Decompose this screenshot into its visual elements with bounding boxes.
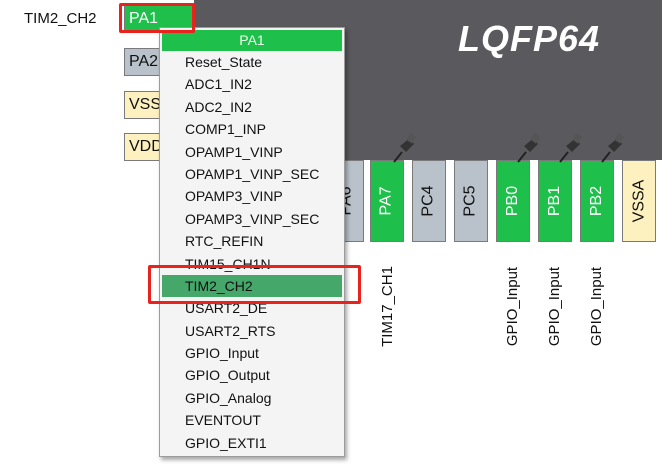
pin-function-menu: PA1 Reset_State ADC1_IN2 ADC2_IN2 COMP1_…	[159, 27, 345, 457]
menu-item-rtc-refin[interactable]: RTC_REFIN	[185, 233, 264, 250]
pushpin-icon	[601, 133, 625, 163]
pushpin-icon	[517, 133, 541, 163]
menu-item-usart2-rts[interactable]: USART2_RTS	[185, 322, 276, 339]
menu-item-opamp1-vinp-sec[interactable]: OPAMP1_VINP_SEC	[185, 165, 320, 182]
menu-item-opamp3-vinp-sec[interactable]: OPAMP3_VINP_SEC	[185, 210, 320, 227]
menu-item-tim15-ch1n[interactable]: TIM15_CH1N	[185, 255, 271, 272]
menu-item-reset-state[interactable]: Reset_State	[185, 54, 263, 70]
menu-item-usart2-de[interactable]: USART2_DE	[185, 300, 268, 317]
menu-item-gpio-exti1[interactable]: GPIO_EXTI1	[185, 434, 267, 451]
pa7-signal-label: TIM17_CH1	[378, 266, 396, 347]
menu-item-eventout[interactable]: EVENTOUT	[185, 412, 261, 429]
menu-header: PA1	[162, 30, 342, 51]
pb0-signal-label: GPIO_Input	[504, 266, 522, 347]
menu-item-comp1-inp[interactable]: COMP1_INP	[185, 121, 266, 138]
menu-item-adc1-in2[interactable]: ADC1_IN2	[185, 76, 252, 93]
menu-item-opamp1-vinp[interactable]: OPAMP1_VINP	[185, 143, 283, 160]
menu-item-gpio-output[interactable]: GPIO_Output	[185, 367, 270, 384]
pushpin-icon	[559, 133, 583, 163]
pin-vssa[interactable]: VSSA	[622, 160, 656, 242]
pin-pc5[interactable]: PC5	[454, 160, 488, 242]
pb1-signal-label: GPIO_Input	[546, 266, 564, 347]
pushpin-icon	[393, 133, 417, 163]
pin-pb1[interactable]: PB1	[538, 160, 572, 242]
menu-item-adc2-in2[interactable]: ADC2_IN2	[185, 98, 252, 115]
pa1-signal-label: TIM2_CH2	[24, 10, 97, 27]
chip-package-label: LQFP64	[458, 18, 601, 59]
pb2-signal-label: GPIO_Input	[588, 266, 606, 347]
pin-pb0[interactable]: PB0	[496, 160, 530, 242]
pin-pa7[interactable]: PA7	[370, 160, 404, 242]
pin-pc4[interactable]: PC4	[412, 160, 446, 242]
menu-item-opamp3-vinp[interactable]: OPAMP3_VINP	[185, 188, 283, 205]
menu-item-tim2-ch2[interactable]: TIM2_CH2	[162, 274, 342, 298]
menu-item-gpio-analog[interactable]: GPIO_Analog	[185, 389, 272, 406]
pin-pb2[interactable]: PB2	[580, 160, 614, 242]
menu-item-gpio-input[interactable]: GPIO_Input	[185, 345, 259, 362]
